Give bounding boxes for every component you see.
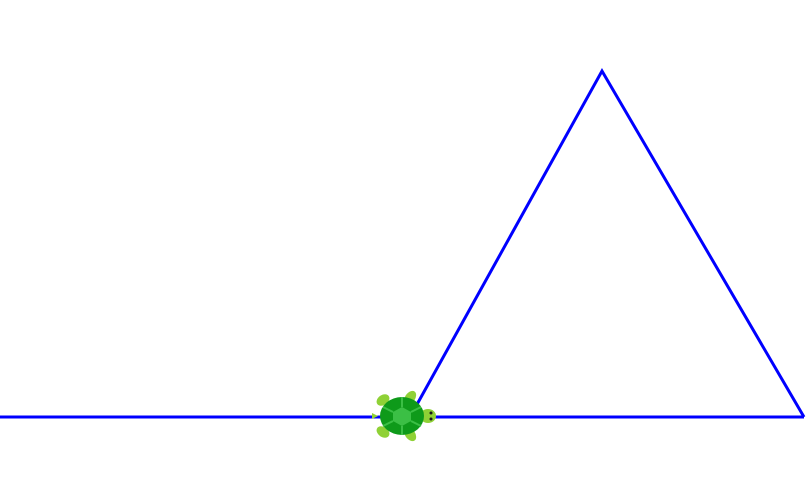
turtle-eye-left	[429, 411, 433, 415]
triangle-path	[408, 67, 806, 418]
turtle-shell-pattern	[393, 407, 411, 426]
turtle-shell-seam	[382, 420, 394, 427]
turtle-tail	[372, 413, 378, 419]
turtle-shell-seam	[410, 406, 422, 413]
turtle-icon	[372, 390, 436, 442]
turtle-shell-seam	[382, 406, 394, 413]
turtle-shell-seam	[410, 420, 422, 427]
turtle-eye-right	[429, 417, 433, 421]
